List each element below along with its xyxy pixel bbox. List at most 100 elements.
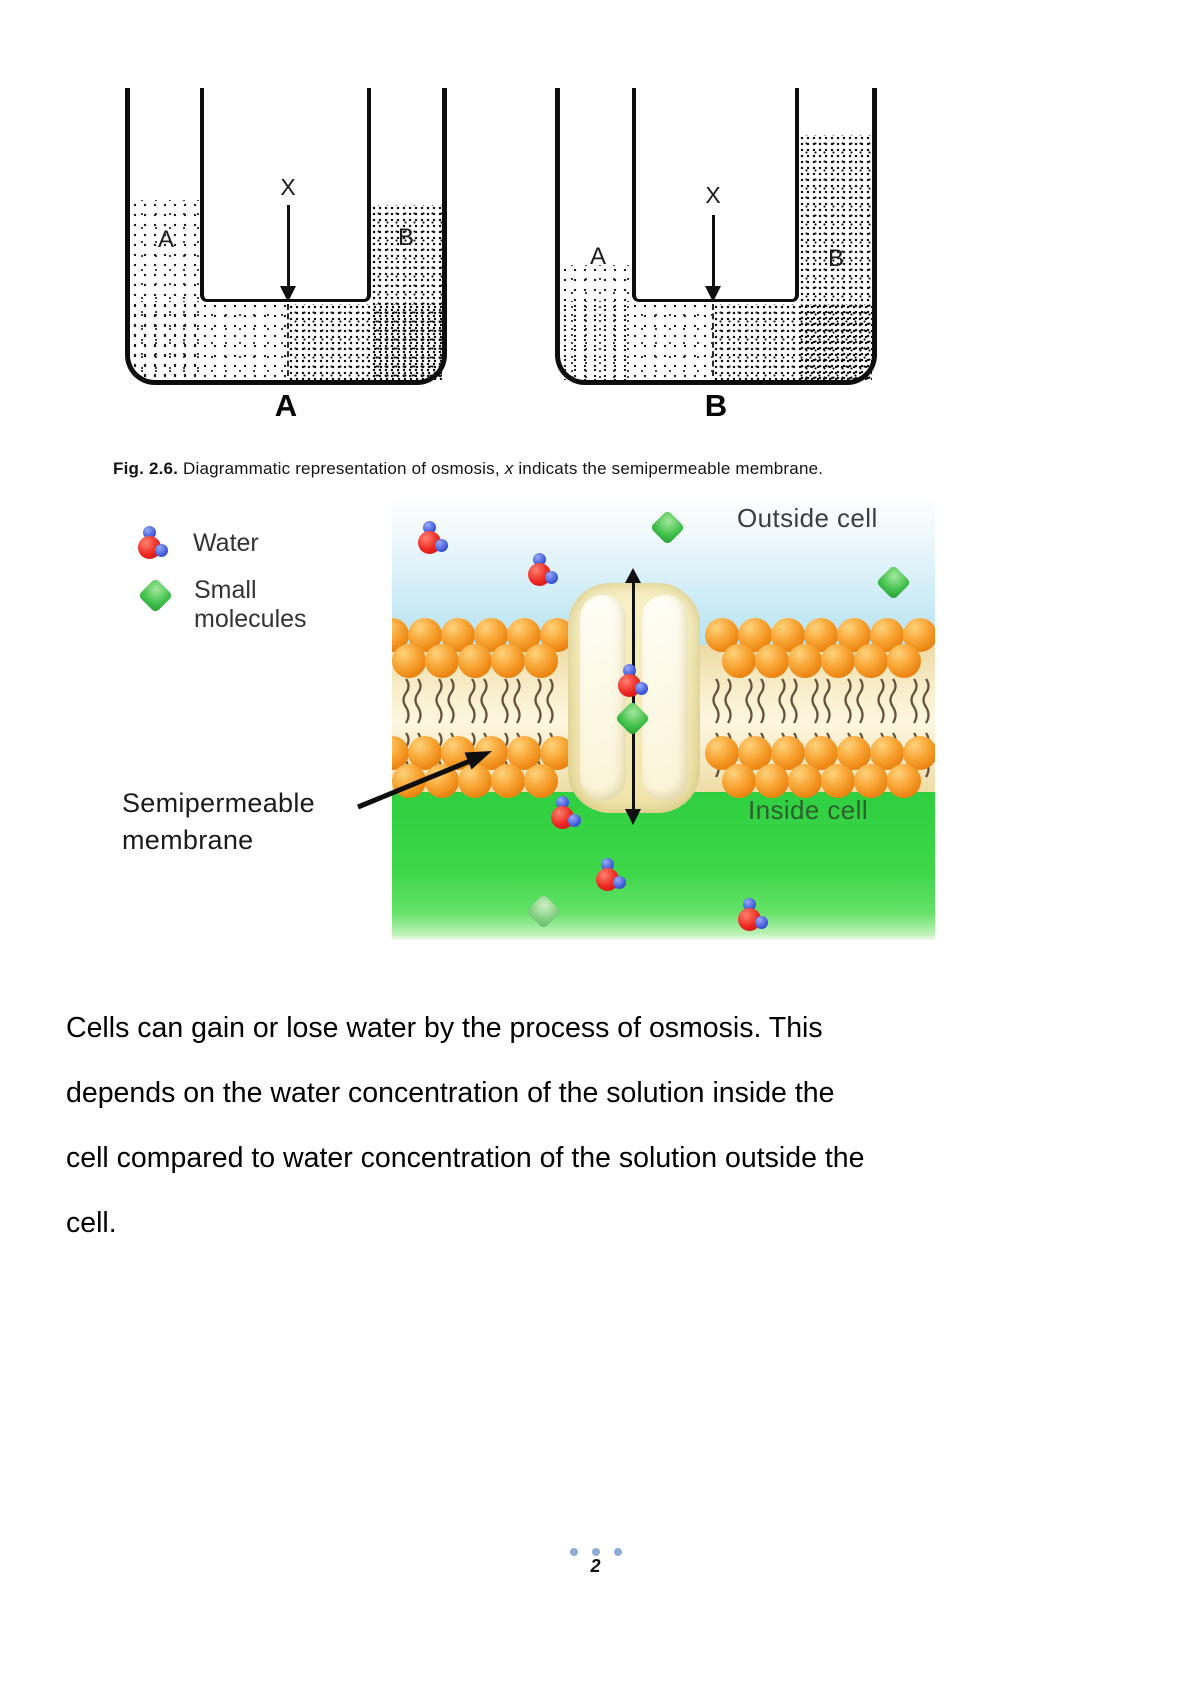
paragraph-line: cell.	[66, 1207, 117, 1239]
hydrogen-atom	[556, 796, 569, 809]
paragraph-line: cell compared to water concentration of …	[66, 1142, 865, 1174]
hydrogen-atom	[743, 898, 756, 911]
membrane-dashed-line	[287, 304, 289, 376]
hydrogen-atom	[143, 526, 156, 539]
hydrogen-atom	[613, 876, 626, 889]
arrowhead-down-icon	[625, 809, 641, 825]
legend-water-label: Water	[193, 529, 259, 557]
membrane-panel: Outside cell Inside cell	[392, 495, 935, 940]
hydrogen-atom	[423, 521, 436, 534]
lipid-head	[755, 644, 789, 678]
lipid-tail	[724, 678, 732, 724]
dot-icon	[569, 1548, 578, 1556]
lipid-tail	[757, 678, 765, 724]
arrowhead-icon	[705, 286, 721, 302]
figure-caption-number: Fig. 2.6.	[113, 459, 179, 478]
hydrogen-atom	[545, 571, 558, 584]
lipid-head	[722, 644, 756, 678]
lipid-tail	[745, 678, 753, 724]
lipid-head	[788, 764, 822, 798]
membrane-marker-x: X	[705, 182, 721, 208]
lipid-tail	[435, 678, 443, 724]
lipid-tail	[447, 678, 455, 724]
channel-pillar-left	[580, 595, 626, 801]
solution-bottom-left	[130, 301, 288, 380]
arrowhead-icon	[280, 286, 296, 302]
dot-icon	[613, 1548, 622, 1556]
hydrogen-atom	[155, 544, 168, 557]
utube-panel-a: X A B A	[125, 88, 447, 423]
solution-label-b: B	[398, 224, 415, 251]
lipid-tail	[877, 678, 885, 724]
hydrogen-atom	[533, 553, 546, 566]
membrane-pointer-arrow	[287, 205, 290, 286]
lipid-head	[524, 764, 558, 798]
membrane-marker-x: X	[280, 174, 296, 200]
lipid-tail	[546, 678, 554, 724]
solution-label-b: B	[828, 245, 845, 272]
water-molecule	[415, 521, 449, 557]
paragraph-line: depends on the water concentration of th…	[66, 1077, 835, 1109]
body-paragraph: Cells can gain or lose water by the proc…	[66, 996, 1066, 1256]
hydrogen-atom	[568, 814, 581, 827]
utube-panel-b: X A B B	[555, 88, 877, 423]
water-molecule	[615, 664, 649, 700]
membrane-dashed-line	[712, 304, 714, 376]
lipid-tail	[889, 678, 897, 724]
lipid-tail	[778, 678, 786, 724]
paragraph-line: Cells can gain or lose water by the proc…	[66, 1012, 823, 1044]
lipid-tail	[501, 678, 509, 724]
water-molecule	[525, 553, 559, 589]
hydrogen-atom	[635, 682, 648, 695]
membrane-figure: Water Small molecules Semipermeable memb…	[120, 495, 935, 940]
legend-small-label-line1: Small	[194, 576, 257, 604]
lipid-head	[887, 764, 921, 798]
solution-bottom-right	[713, 304, 872, 380]
lipid-tail	[922, 678, 930, 724]
hydrogen-atom	[435, 539, 448, 552]
lipid-tail	[910, 678, 918, 724]
lipid-tail	[414, 678, 422, 724]
lipid-head	[491, 644, 525, 678]
lipid-head	[425, 764, 459, 798]
lipid-head	[821, 764, 855, 798]
lipid-head	[392, 618, 409, 652]
small-molecule-icon	[137, 577, 174, 614]
lipid-tail	[790, 678, 798, 724]
figure-caption: Fig. 2.6. Diagrammatic representation of…	[113, 459, 923, 479]
lipid-tail	[402, 678, 410, 724]
hydrogen-atom	[601, 858, 614, 871]
membrane-pointer-arrow	[712, 215, 715, 286]
channel-pillar-right	[642, 595, 688, 801]
lipid-head	[821, 644, 855, 678]
panel-a-label: A	[274, 388, 298, 423]
lipid-head	[788, 644, 822, 678]
lipid-tail	[712, 678, 720, 724]
lipid-tail	[811, 678, 819, 724]
lipid-head	[491, 764, 525, 798]
legend-small-label-line2: molecules	[194, 605, 307, 633]
lipid-head	[458, 644, 492, 678]
water-molecule-icon	[135, 526, 169, 562]
lipid-head	[392, 644, 426, 678]
figure-caption-text2: indicats the semipermeable membrane.	[513, 459, 824, 478]
solution-label-a: A	[590, 243, 607, 270]
figure-caption-text1: Diagrammatic representation of osmosis,	[178, 459, 505, 478]
page-number: 2	[590, 1556, 601, 1576]
inside-cell-label: Inside cell	[748, 795, 869, 825]
semipermeable-membrane-label-line2: membrane	[122, 825, 254, 855]
figure-caption-x: x	[504, 459, 514, 478]
lipid-head	[458, 764, 492, 798]
solution-bottom-right	[288, 304, 442, 380]
panel-b-label: B	[704, 388, 728, 423]
solution-bottom-left	[560, 301, 713, 380]
footer-decoration-dots	[0, 1543, 1191, 1556]
arrowhead-up-icon	[625, 568, 641, 583]
hydrogen-atom	[755, 916, 768, 929]
lipid-tail	[534, 678, 542, 724]
outside-cell-label: Outside cell	[737, 503, 878, 533]
lipid-tail	[468, 678, 476, 724]
lipid-head	[755, 764, 789, 798]
inside-cell-area	[392, 792, 935, 940]
lipid-tail	[823, 678, 831, 724]
